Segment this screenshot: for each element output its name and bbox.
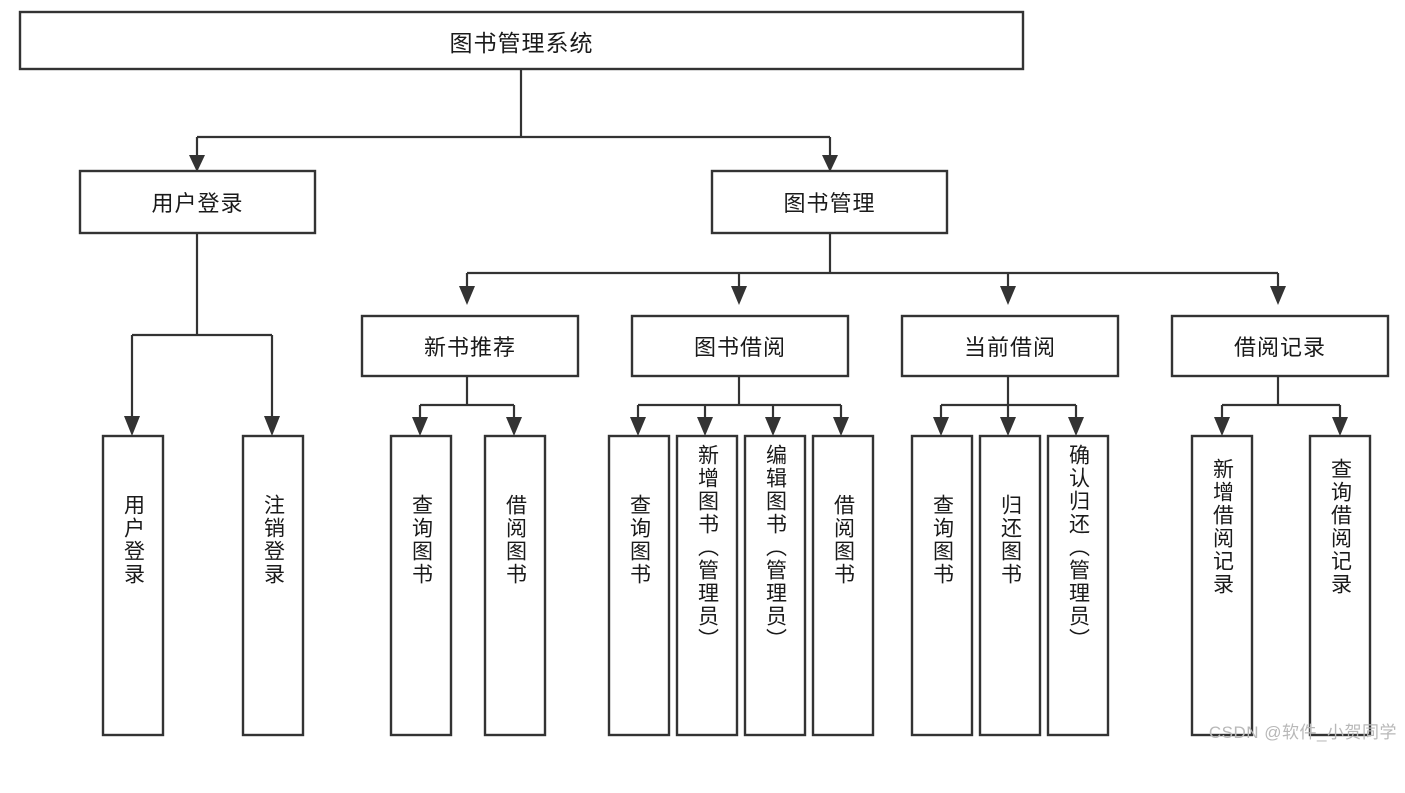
node-leaf-query-book-1[interactable] — [389, 434, 453, 737]
node-leaf-query-record[interactable] — [1308, 434, 1372, 737]
node-leaf-query-book-3[interactable] — [910, 434, 974, 737]
connector-borrowrecord-to-leaves — [1214, 376, 1348, 436]
node-leaf-user-login[interactable] — [101, 434, 165, 737]
node-leaf-confirm-return[interactable] — [1046, 434, 1110, 737]
node-leaf-add-record[interactable] — [1190, 434, 1254, 737]
connector-root-to-level2 — [189, 69, 838, 172]
node-leaf-logout-login[interactable] — [241, 434, 305, 737]
node-book-borrow[interactable] — [630, 314, 850, 378]
diagram-canvas — [18, 10, 1390, 737]
node-current-borrow[interactable] — [900, 314, 1120, 378]
node-user-login[interactable] — [78, 169, 317, 235]
connector-currentborrow-to-leaves — [933, 376, 1084, 436]
node-leaf-query-book-2[interactable] — [607, 434, 671, 737]
connector-userlogin-to-leaves — [124, 233, 280, 436]
node-borrow-record[interactable] — [1170, 314, 1390, 378]
connector-bookborrow-to-leaves — [630, 376, 849, 436]
connector-bookmanage-to-level3 — [459, 233, 1286, 305]
node-root[interactable] — [18, 10, 1025, 71]
node-book-manage[interactable] — [710, 169, 949, 235]
node-leaf-add-book[interactable] — [675, 434, 739, 737]
connector-newbook-to-leaves — [412, 376, 522, 436]
node-leaf-borrow-book-1[interactable] — [483, 434, 547, 737]
org-chart-diagram: 图书管理系统 用户登录 图书管理 新书推荐 图书借阅 当前借阅 借阅记录 用户登… — [18, 10, 1397, 742]
node-leaf-edit-book[interactable] — [743, 434, 807, 737]
node-leaf-borrow-book-2[interactable] — [811, 434, 875, 737]
node-new-book-recommend[interactable] — [360, 314, 580, 378]
node-leaf-return-book[interactable] — [978, 434, 1042, 737]
